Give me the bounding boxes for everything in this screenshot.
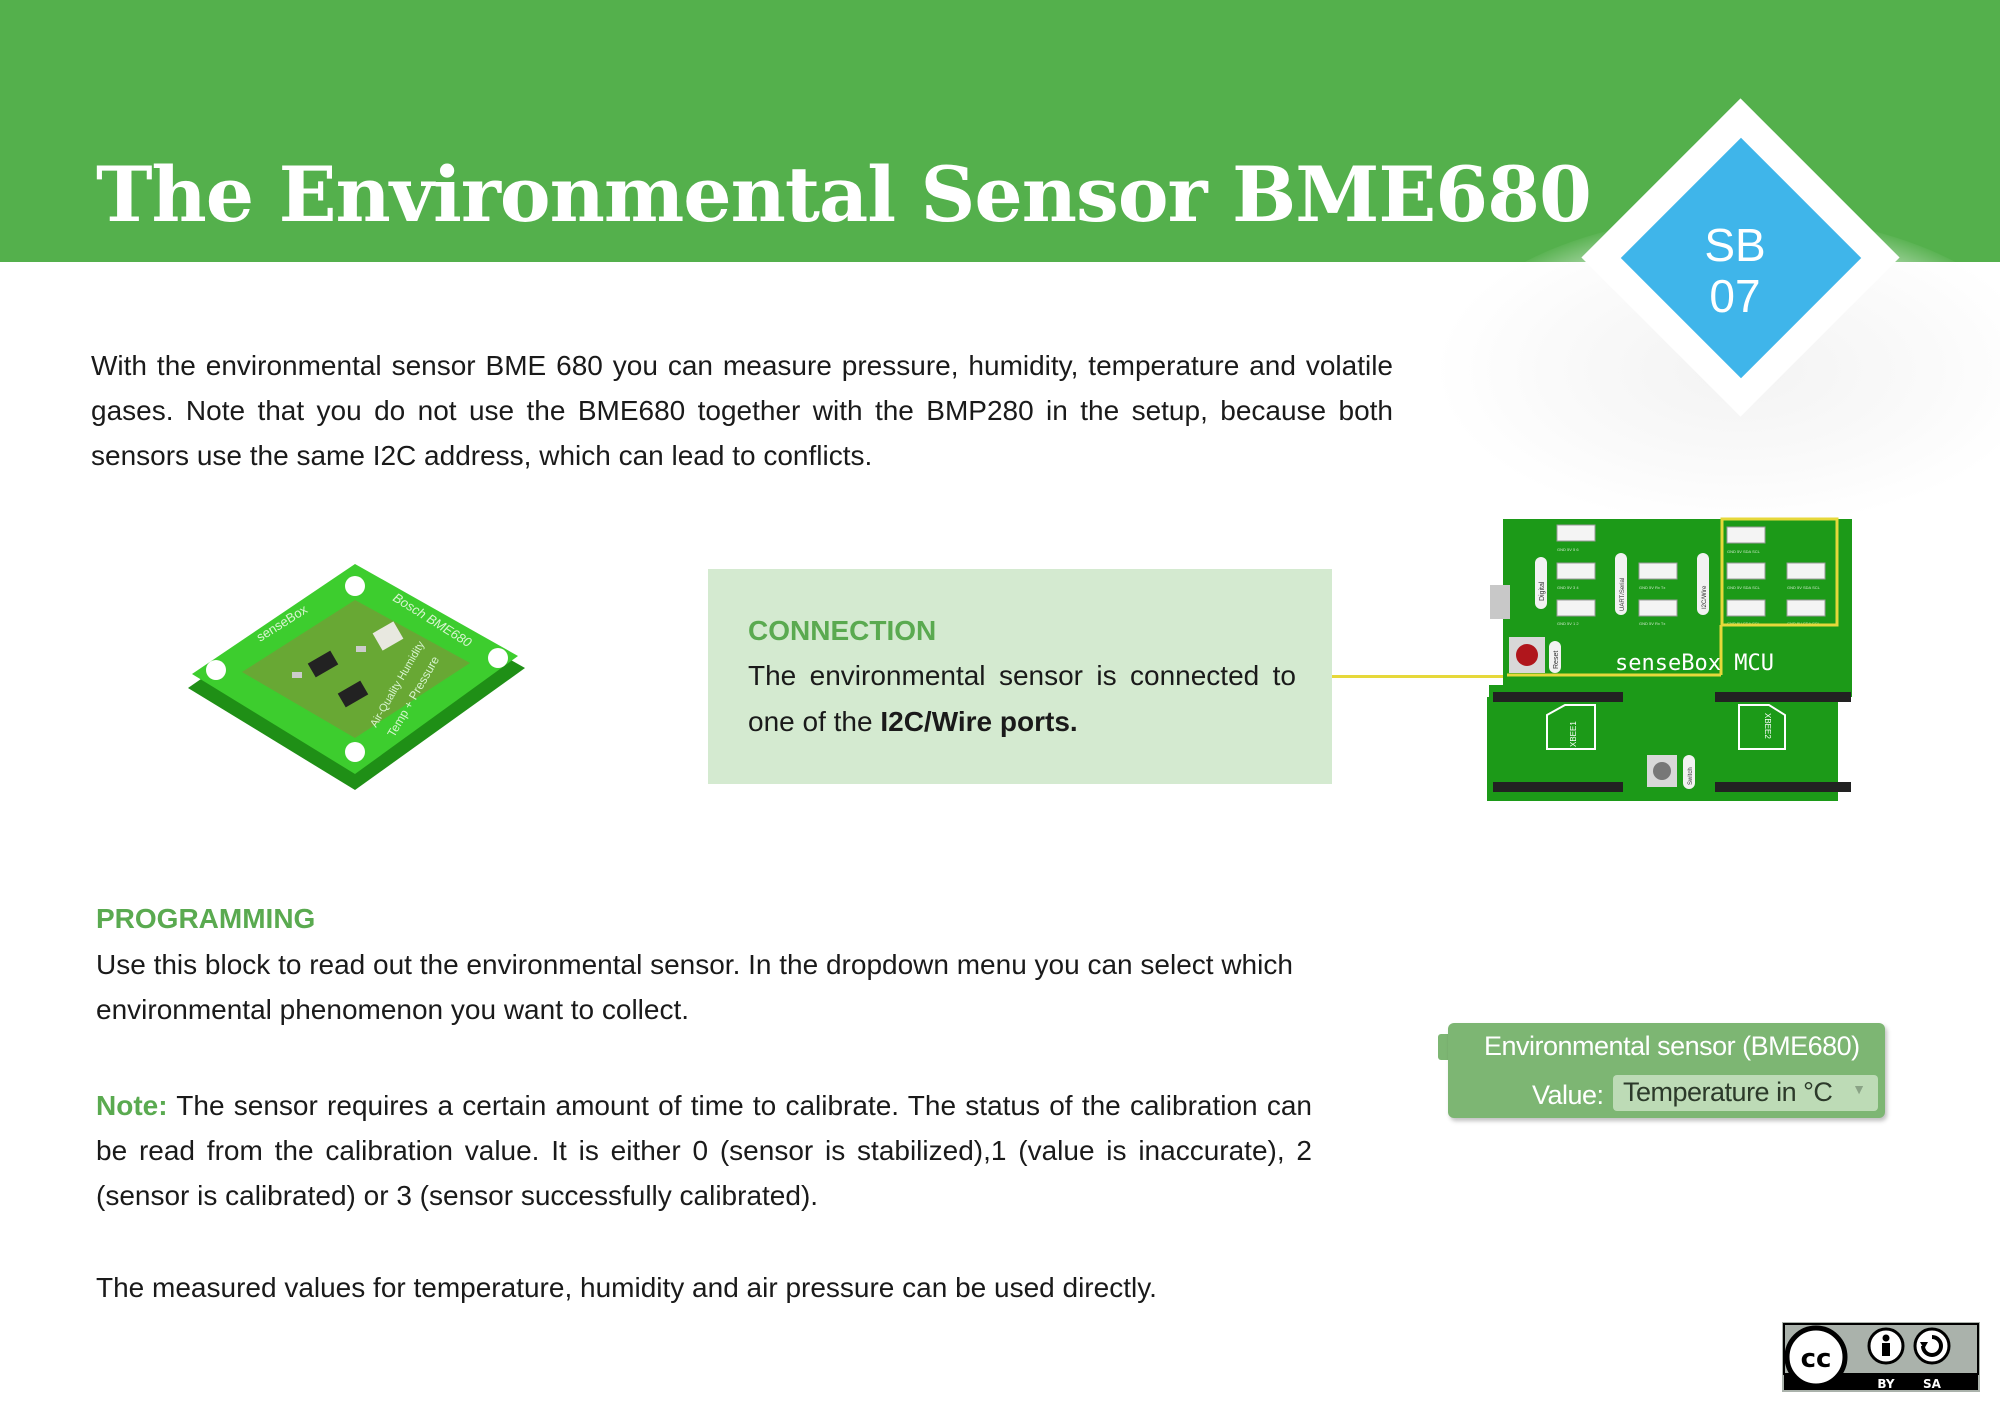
svg-text:GND 5V SDA SCL: GND 5V SDA SCL [1787, 585, 1821, 590]
block-value-label: Value: [1532, 1080, 1604, 1110]
value-dropdown[interactable]: Temperature in °C ▼ [1613, 1075, 1878, 1111]
badge-line-2: 07 [1709, 270, 1761, 322]
note-text: The sensor requires a certain amount of … [96, 1090, 1312, 1211]
cc-by-text: BY [1877, 1377, 1894, 1391]
mcu-uart-label: UART/Serial [1620, 578, 1626, 611]
mcu-board-label: senseBox MCU [1615, 651, 1774, 676]
svg-text:GND 5V SDA SCL: GND 5V SDA SCL [1727, 585, 1761, 590]
measured-values-text: The measured values for temperature, hum… [96, 1272, 1157, 1303]
mcu-digital-label: Digital [1539, 581, 1546, 601]
connection-heading: CONNECTION [748, 615, 937, 646]
programming-heading: PROGRAMMING [96, 903, 316, 934]
svg-text:GND 5V 1 2: GND 5V 1 2 [1557, 621, 1579, 626]
mcu-i2c-label: I2C/Wire [1702, 585, 1708, 609]
page-title: The Environmental Sensor BME680 [96, 150, 1592, 239]
svg-text:GND 5V 5 6: GND 5V 5 6 [1557, 547, 1579, 552]
programming-text: Use this block to read out the environme… [96, 949, 1293, 1025]
note-label: Note: [96, 1090, 168, 1121]
bme680-sensor-image: Bosch BME680 senseBox Temp + Pressure Ai… [188, 564, 525, 790]
intro-paragraph: With the environmental sensor BME 680 yo… [91, 350, 1393, 471]
connection-box: CONNECTION The environmental sensor is c… [708, 569, 1332, 784]
connection-text: The environmental sensor is connected to… [748, 653, 1296, 745]
environmental-sensor-block[interactable]: Environmental sensor (BME680) Value: Tem… [1434, 1020, 1889, 1122]
connection-text-plain: The environmental sensor is connected to… [748, 660, 1296, 737]
mcu-xbee1-label: XBEE1 [1569, 721, 1578, 747]
cc-text: cc [1801, 1344, 1832, 1374]
note-paragraph: Note: The sensor requires a certain amou… [96, 1083, 1312, 1218]
sensebox-mcu-image: GND 5V 5 6 GND 5V 3 4 GND 5V 1 2 GND 5V … [1487, 517, 1852, 801]
mcu-reset-label: Reset [1553, 651, 1560, 669]
chevron-down-icon: ▼ [1852, 1081, 1866, 1097]
mcu-xbee2-label: XBEE2 [1763, 713, 1772, 739]
svg-text:GND 5V 3 4: GND 5V 3 4 [1557, 585, 1579, 590]
svg-text:GND 5V Rx Tx: GND 5V Rx Tx [1639, 585, 1665, 590]
value-dropdown-selected: Temperature in °C [1623, 1077, 1833, 1107]
cc-by-sa-license-icon: cc BY SA [1782, 1322, 1980, 1392]
block-body: Environmental sensor (BME680) Value: Tem… [1448, 1023, 1885, 1118]
block-title: Environmental sensor (BME680) [1484, 1031, 1860, 1061]
badge-label: SB 07 [1660, 220, 1810, 322]
mcu-switch-label: Switch [1688, 767, 1694, 785]
svg-text:GND 5V Rx Tx: GND 5V Rx Tx [1639, 621, 1665, 626]
svg-text:GND 5V SDA SCL: GND 5V SDA SCL [1727, 549, 1761, 554]
connection-wire [1332, 675, 1522, 678]
connection-text-bold: I2C/Wire ports. [880, 706, 1078, 737]
cc-sa-text: SA [1923, 1377, 1942, 1391]
badge-line-1: SB [1704, 219, 1766, 271]
